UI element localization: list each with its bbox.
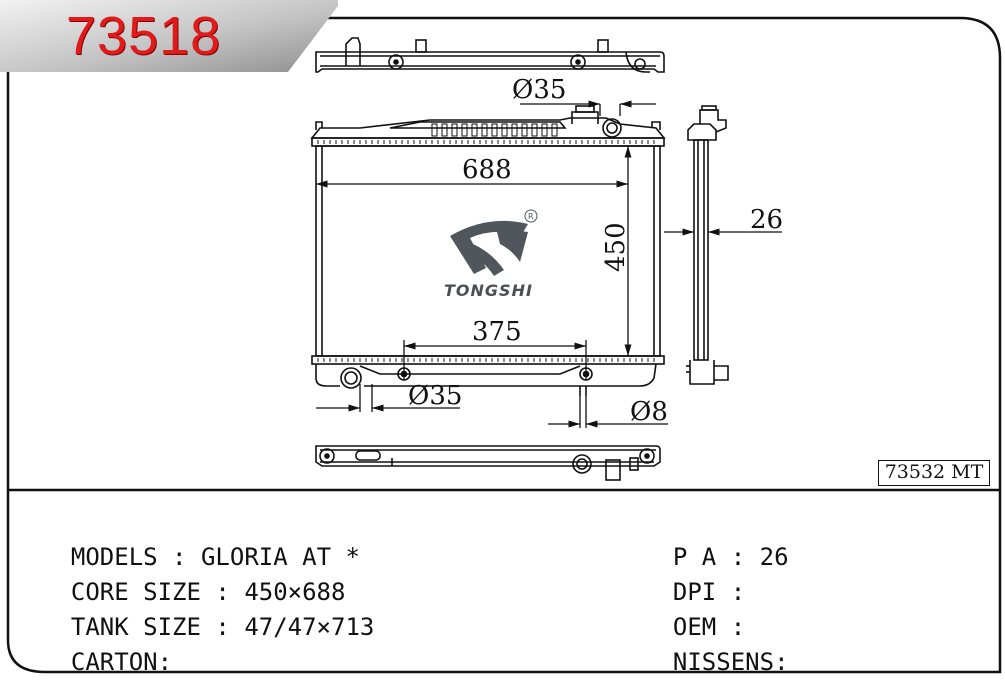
header-crimp-top <box>317 140 655 144</box>
header-crimp-bottom <box>317 358 655 362</box>
dim-drain: Ø8 <box>630 397 668 427</box>
spec-label: CARTON <box>70 648 158 676</box>
part-number: 73518 <box>66 6 222 66</box>
spec-label: NISSENS <box>672 648 775 676</box>
spec-tank-size: TANK SIZE : 47/47×713 <box>70 613 375 641</box>
tongshi-logo-icon: R <box>450 209 538 276</box>
spec-label: P A <box>672 543 717 571</box>
spec-label: DPI <box>672 578 717 606</box>
spec-value: 47/47×713 <box>244 613 375 641</box>
radiator-front-view <box>310 105 666 396</box>
radiator-side-view <box>686 105 729 385</box>
top-tank-view <box>315 37 665 73</box>
spec-value: GLORIA AT * <box>200 543 360 571</box>
spec-models: MODELS : GLORIA AT * <box>70 543 360 571</box>
spec-label: MODELS <box>70 543 158 571</box>
spec-label: CORE SIZE <box>70 578 201 606</box>
dim-core-height: 450 <box>601 222 631 272</box>
spec-pa: P A : 26 <box>672 543 789 571</box>
spec-core-size: CORE SIZE : 450×688 <box>70 578 346 606</box>
dim-mount-spacing: 375 <box>472 317 522 347</box>
part-number-badge <box>0 0 338 72</box>
spec-label: TANK SIZE <box>70 613 201 641</box>
dimension-lines <box>316 100 782 428</box>
sheet-frame <box>6 16 1002 674</box>
spec-label: OEM <box>672 613 717 641</box>
spec-carton: CARTON: <box>70 648 173 676</box>
spec-dpi: DPI : <box>672 578 760 606</box>
dim-inlet-top: Ø35 <box>512 75 566 105</box>
spec-nissens: NISSENS: <box>672 648 789 676</box>
registered-mark: R <box>528 212 534 221</box>
dim-outlet-bottom: Ø35 <box>408 381 462 411</box>
brand-logo-text: TONGSHI <box>444 281 533 300</box>
spec-value: 450×688 <box>244 578 346 606</box>
dim-core-width: 688 <box>462 155 512 185</box>
spec-oem: OEM : <box>672 613 760 641</box>
reference-code: 73532 MT <box>878 460 990 486</box>
spec-value: 26 <box>759 543 789 571</box>
bottom-tank-view <box>315 445 661 481</box>
dim-thickness: 26 <box>750 205 783 235</box>
